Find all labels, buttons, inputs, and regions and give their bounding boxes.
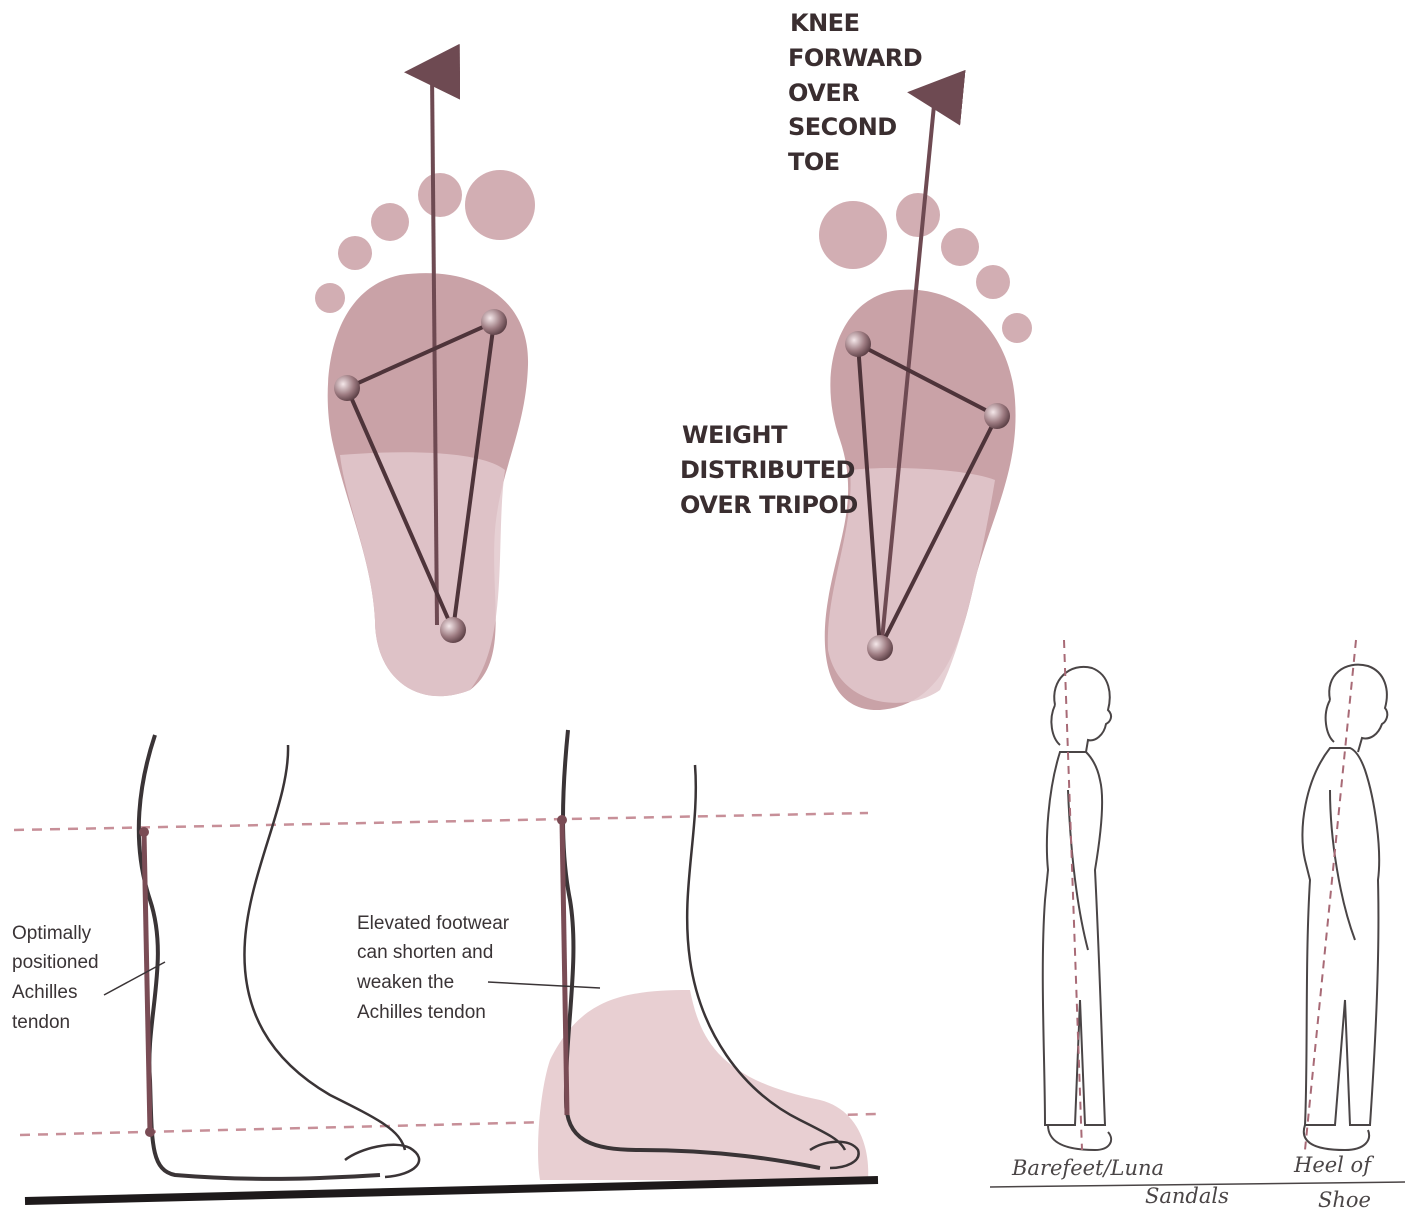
knee-forward-label: KNEE FORWARD OVER SECOND TOE [788,9,922,176]
label-line: weaken the [356,972,454,993]
label-line: Elevated footwear [357,913,510,934]
label-line: OVER TRIPOD [680,491,858,519]
tripod-point [481,309,507,335]
label-line: OVER [788,79,859,107]
tendon-point [557,815,567,825]
toe-print [371,203,409,241]
posture-comparison: Barefeet/Luna Sandals Heel of Shoe [990,640,1405,1212]
toe-print [315,283,345,313]
toe-print [1002,313,1032,343]
toe-print [819,201,887,269]
label-line: Sandals [1145,1184,1229,1208]
label-line: Heel of [1293,1153,1374,1177]
left-footprint [315,72,535,696]
label-line: TOE [788,148,840,176]
tendon-point [139,827,149,837]
label-line: FORWARD [788,44,922,72]
toe-print [465,170,535,240]
achilles-tendon-line [144,832,150,1132]
optimal-achilles-label: Optimally positioned Achilles tendon [12,923,99,1033]
label-line: SECOND [788,113,897,141]
weight-distributed-label: WEIGHT DISTRIBUTED OVER TRIPOD [680,421,858,519]
label-line: tendon [12,1012,70,1033]
toe-print [941,228,979,266]
hair-outline [1326,700,1334,742]
barefoot-figure: Barefeet/Luna Sandals [1011,640,1229,1208]
tripod-point [334,375,360,401]
label-line: WEIGHT [682,421,788,449]
elevated-footwear-label: Elevated footwear can shorten and weaken… [356,913,510,1023]
label-line: Achilles tendon [357,1002,486,1023]
label-line: KNEE [790,9,859,37]
label-line: Achilles [12,982,77,1003]
head-outline [1329,665,1387,752]
label-line: Shoe [1318,1188,1371,1212]
tripod-point [440,617,466,643]
hair-outline [1051,705,1060,745]
achilles-comparison: Optimally positioned Achilles tendon Ele… [12,730,878,1201]
sole-print-light [340,452,505,696]
toe-print [338,236,372,270]
label-line: DISTRIBUTED [680,456,855,484]
feet-outline [1304,1125,1369,1150]
leg-back-outline [139,735,380,1179]
head-outline [1054,667,1111,752]
torso-outline [1302,748,1379,1125]
heeled-leg [488,730,868,1180]
ground-line [25,1180,878,1201]
tendon-point [145,1127,155,1137]
toe-print [418,173,462,217]
toes-outline [345,1145,419,1177]
label-line: can shorten and [357,942,493,963]
feet-outline [1048,1125,1111,1150]
plumb-line [1064,640,1082,1150]
heel-figure: Heel of Shoe [1293,640,1387,1212]
tripod-point [867,635,893,661]
tripod-point [984,403,1010,429]
leader-line [488,982,600,988]
toe-print [896,193,940,237]
label-line: positioned [12,952,99,973]
right-footprint [819,95,1032,710]
label-line: Optimally [12,923,92,944]
label-line: Barefeet/Luna [1011,1156,1164,1180]
tripod-point [845,331,871,357]
toe-print [976,265,1010,299]
